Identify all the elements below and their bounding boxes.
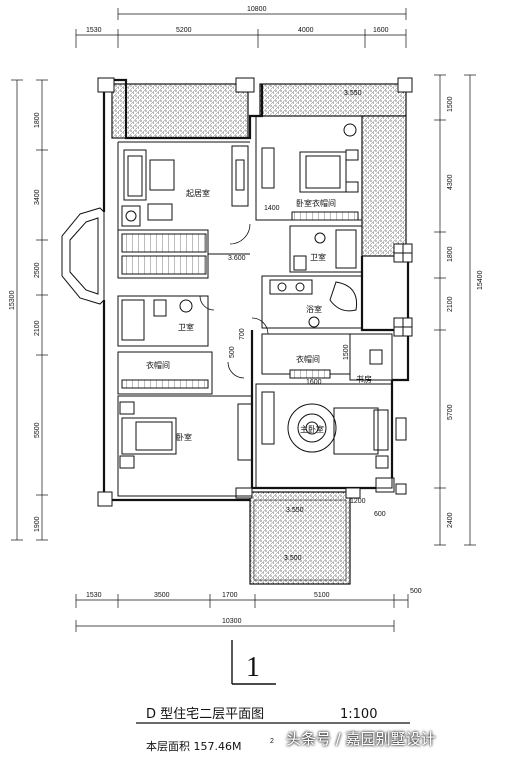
master-bedroom bbox=[255, 383, 393, 489]
section-mark-number: 1 bbox=[246, 652, 260, 683]
floor-area-sup: 2 bbox=[270, 738, 274, 745]
dim-right-5: 5700 bbox=[447, 404, 454, 420]
doors bbox=[199, 223, 269, 379]
dim-left-4: 2100 bbox=[34, 320, 41, 336]
bay-window bbox=[61, 207, 105, 305]
dim-right-2: 4300 bbox=[447, 174, 454, 190]
dim-top-total: 10800 bbox=[247, 6, 267, 13]
room-label-bedroom-left: 卧室 bbox=[176, 432, 192, 442]
dim-top-3: 4000 bbox=[298, 27, 314, 34]
right-window-boxes bbox=[393, 243, 413, 495]
right-closet bbox=[261, 333, 393, 381]
room-label-closet-right: 衣帽间 bbox=[296, 354, 320, 364]
dim-left-2: 3400 bbox=[34, 189, 41, 205]
dim-top-1: 1530 bbox=[86, 27, 102, 34]
dim-bottom-2: 3500 bbox=[154, 592, 170, 599]
room-label-study: 书房 bbox=[356, 374, 372, 384]
dim-left-5: 5500 bbox=[34, 422, 41, 438]
drawing-scale: 1:100 bbox=[340, 707, 377, 722]
level-balcony: 3.550 bbox=[286, 507, 304, 514]
left-dimensions bbox=[11, 79, 48, 541]
room-label-dressing-left: 衣帽间 bbox=[146, 360, 170, 370]
balcony-bottom bbox=[249, 491, 351, 585]
dim-right-6: 2400 bbox=[447, 512, 454, 528]
dim-bottom-1: 1530 bbox=[86, 592, 102, 599]
left-bath bbox=[117, 295, 209, 347]
dim-right-total: 15400 bbox=[477, 270, 484, 290]
dim-top-2: 5200 bbox=[176, 27, 192, 34]
staircase bbox=[117, 229, 250, 279]
dim-right-3: 1800 bbox=[447, 246, 454, 262]
room-label-master-suite: 卧室衣帽间 bbox=[296, 198, 336, 208]
dim-left-total: 15300 bbox=[9, 290, 16, 310]
dim-inner-600: 600 bbox=[374, 511, 386, 518]
dim-inner-700: 700 bbox=[239, 328, 246, 340]
dim-top-4: 1600 bbox=[373, 27, 389, 34]
dim-bottom-5: 500 bbox=[410, 588, 422, 595]
bottom-dimensions bbox=[75, 594, 409, 632]
level-stair: 3.600 bbox=[228, 255, 246, 262]
right-dimensions bbox=[434, 74, 476, 546]
level-balcony-low: 3.500 bbox=[284, 555, 302, 562]
dim-inner-1600: 1600 bbox=[306, 379, 322, 386]
room-label-family: 起居室 bbox=[186, 188, 210, 198]
watermark-text: 头条号 / 嘉园别墅设计 bbox=[286, 730, 436, 748]
dim-right-1: 1500 bbox=[447, 96, 454, 112]
master-suite bbox=[255, 115, 363, 221]
room-label-bathroom-right: 浴室 bbox=[306, 304, 322, 314]
dim-left-1: 1800 bbox=[34, 112, 41, 128]
dim-bottom-4: 5100 bbox=[314, 592, 330, 599]
dim-inner-1400: 1400 bbox=[264, 205, 280, 212]
room-label-master-bed: 主卧室 bbox=[300, 424, 324, 434]
terrace-top-right bbox=[259, 83, 407, 117]
family-room bbox=[117, 141, 250, 230]
top-dimensions bbox=[75, 8, 407, 48]
room-label-bath-top: 卫室 bbox=[310, 252, 326, 262]
right-bathroom bbox=[261, 275, 363, 329]
terrace-top-left bbox=[111, 83, 249, 139]
drawing-title: D 型住宅二层平面图 bbox=[146, 707, 264, 722]
room-label-bath-left: 卫室 bbox=[178, 322, 194, 332]
dim-bottom-3: 1700 bbox=[222, 592, 238, 599]
level-top-right: 3.550 bbox=[344, 90, 362, 97]
floor-area: 本层面积 157.46M bbox=[146, 739, 241, 753]
dim-bottom-total: 10300 bbox=[222, 618, 242, 625]
dim-left-6: 1900 bbox=[34, 516, 41, 532]
dim-inner-1200: 1200 bbox=[350, 498, 366, 505]
terrace-right bbox=[361, 115, 407, 257]
dim-inner-500: 500 bbox=[229, 346, 236, 358]
section-marker bbox=[231, 640, 276, 685]
dim-inner-1500: 1500 bbox=[343, 344, 350, 360]
dim-left-3: 2500 bbox=[34, 262, 41, 278]
top-bath bbox=[289, 225, 363, 273]
left-bedroom bbox=[117, 351, 253, 497]
dim-right-4: 2100 bbox=[447, 296, 454, 312]
terraces bbox=[111, 83, 407, 585]
